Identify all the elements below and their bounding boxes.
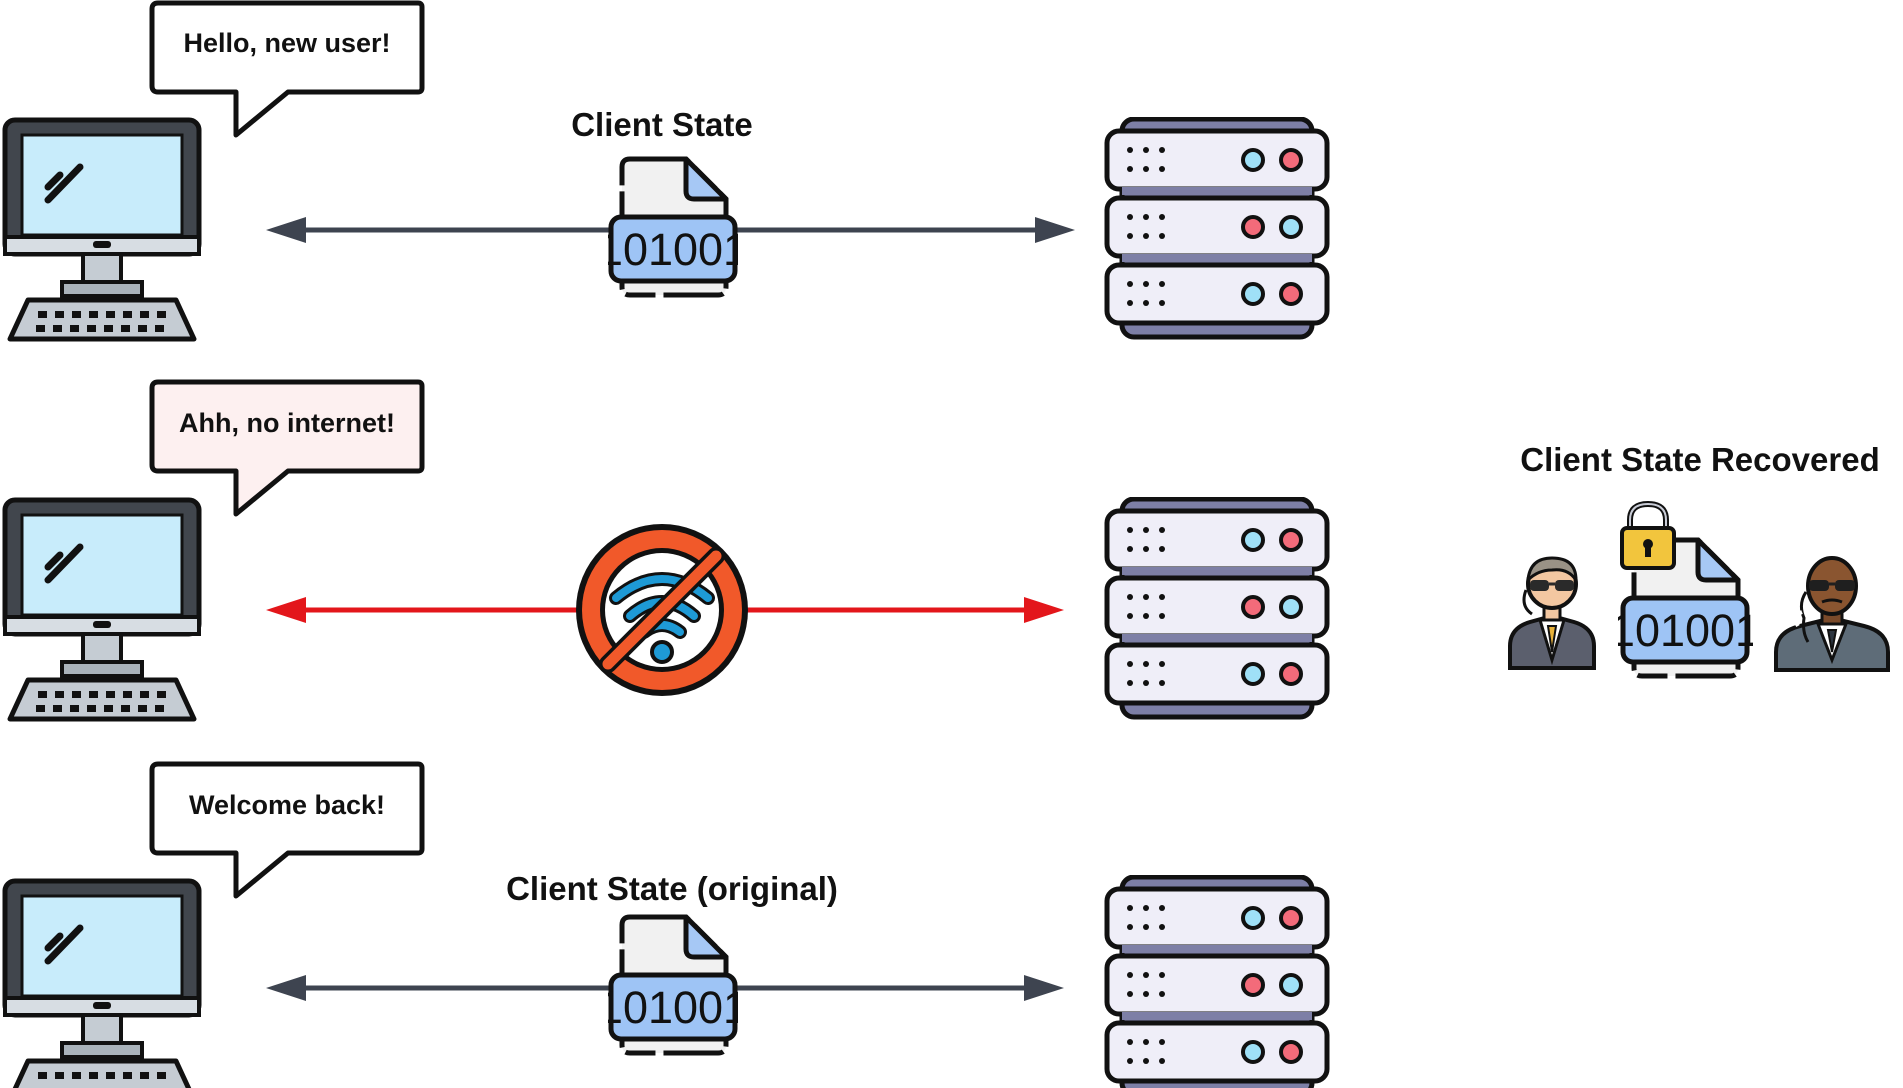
bits-text: 101001: [608, 982, 738, 1033]
bubble-text-2: Ahh, no internet!: [179, 408, 395, 438]
client-state-recovered-label: Client State Recovered: [1520, 441, 1880, 478]
agent-icon: [1508, 556, 1596, 670]
no-wifi-icon: [576, 524, 748, 696]
computer-icon: [2, 117, 202, 342]
bits-text: 101001: [1618, 605, 1753, 656]
padlock-icon: [1620, 500, 1676, 570]
computer-icon: [2, 878, 202, 1088]
bubble-text-3: Welcome back!: [188, 790, 386, 820]
server-icon: [1104, 497, 1330, 720]
locked-file-icon: 101001: [1618, 500, 1753, 679]
file-binary-icon: 101001: [608, 914, 738, 1056]
client-state-original-label: Client State (original): [506, 870, 838, 907]
server-icon: [1104, 875, 1330, 1088]
bits-text: 101001: [608, 224, 738, 275]
client-state-label: Client State: [571, 106, 753, 143]
agent-icon: [1774, 556, 1890, 672]
computer-icon: [2, 497, 202, 722]
file-binary-icon: 101001: [608, 156, 738, 298]
server-icon: [1104, 117, 1330, 340]
bubble-text-1: Hello, new user!: [183, 28, 391, 58]
